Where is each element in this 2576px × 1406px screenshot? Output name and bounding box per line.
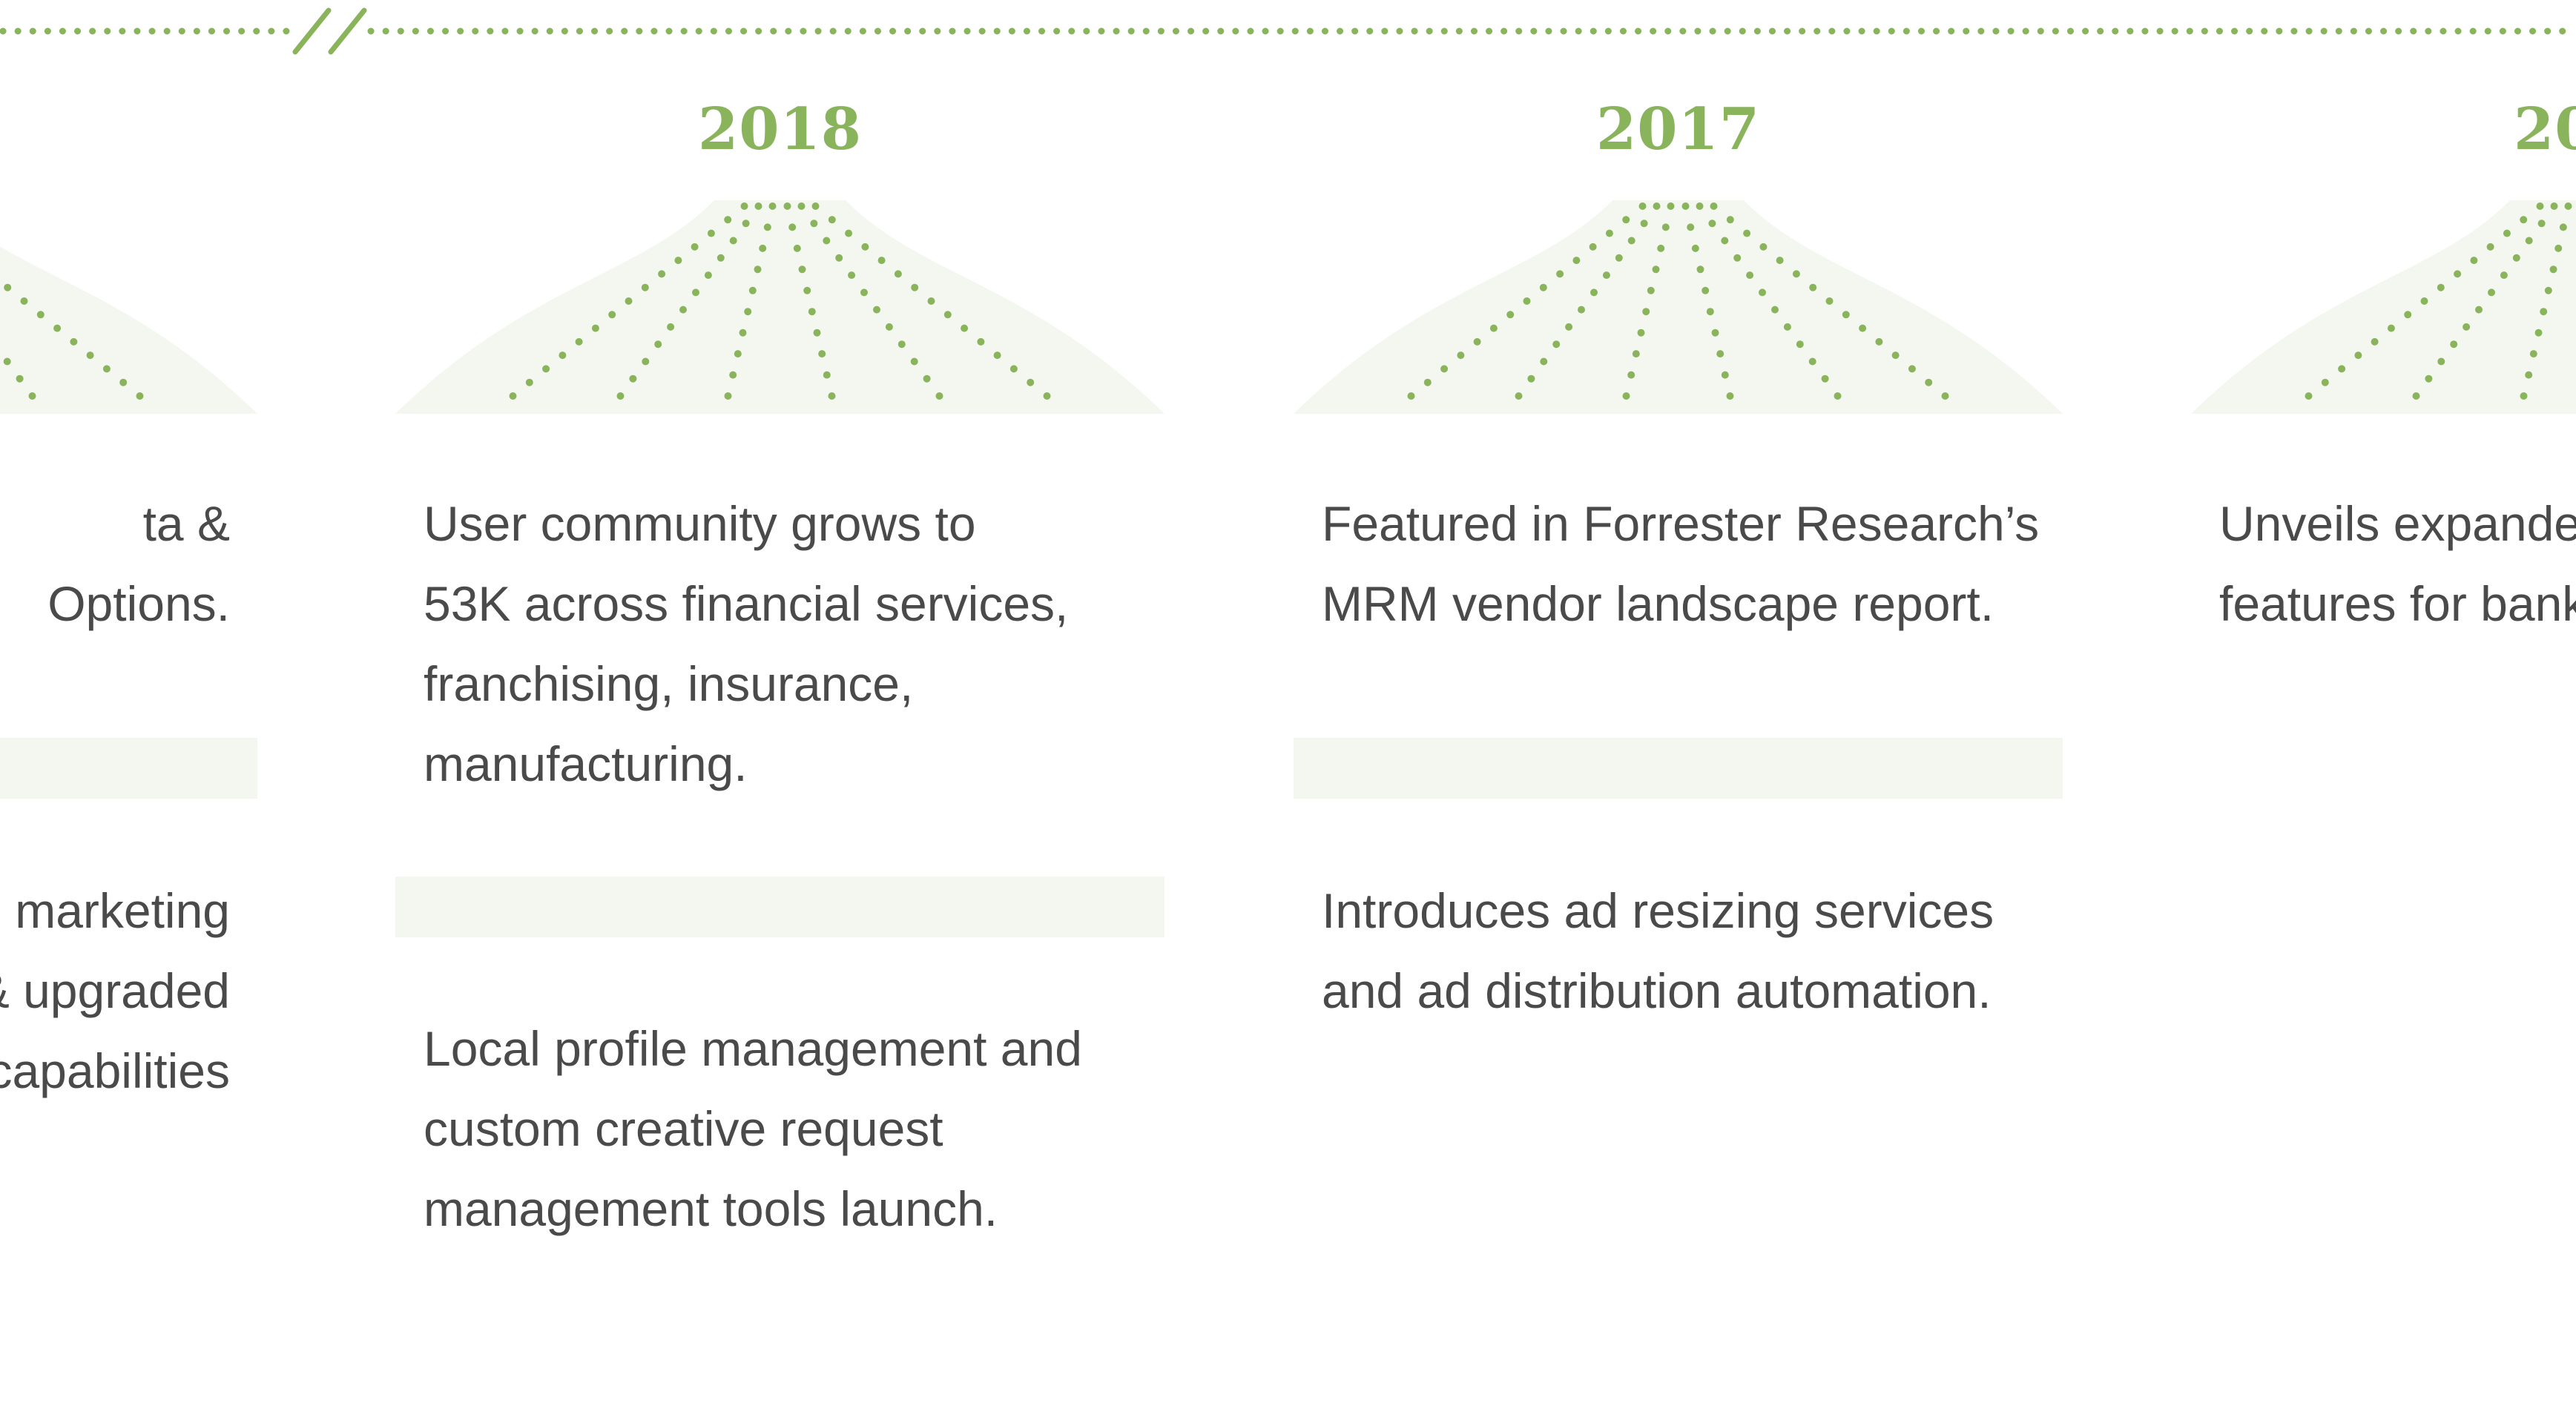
year-label: 2018 [697,96,863,163]
timeline-entry-1: Featured in Forrester Research’s MRM ven… [1322,496,2040,631]
mound-shape [1294,200,2063,414]
dotted-mound-graphic [1294,200,2063,414]
divider-band [0,738,257,799]
dotted-mound-graphic [395,200,1165,414]
mound-shape [2191,200,2576,414]
dotted-ray [4,283,144,400]
dotted-ray [2412,202,2558,400]
mound-shape [0,246,257,414]
timeline-entry-1: User community grows to 53K across finan… [424,496,1069,791]
year-label: 20 [2514,96,2576,163]
year-label: 2017 [1595,96,1761,163]
dotted-ray [1515,202,1661,400]
dotted-ray [616,202,762,400]
dotted-ray [2305,202,2544,400]
dotted-ray [1696,202,1842,400]
mound-shape [395,200,1165,414]
timeline-dotted-line [0,7,2576,55]
dotted-ray [1710,202,1949,400]
timeline-entry-2: marketing & upgraded capabilities [0,883,230,1098]
timeline-column-partial-left: ta & Options. marketing & upgraded capab… [0,0,257,1406]
dotted-ray [3,357,36,400]
dotted-mound-graphic [2191,200,2576,414]
timeline-column-partial-right: 20 Unveils expande features for bank [2191,0,2576,1406]
dotted-ray [1622,202,1675,400]
divider-band [1294,738,2063,799]
timeline-column-2018: 2018 User community grows to 53K across … [395,0,1165,1406]
dotted-ray [509,202,748,400]
dotted-ray [2520,202,2572,400]
timeline-entry-2: Local profile management and custom crea… [424,1021,1082,1236]
dotted-ray [811,202,1051,400]
dotted-ray [1681,202,1734,400]
timeline-entry-2: Introduces ad resizing services and ad d… [1322,883,1994,1018]
dotted-mound-graphic [0,246,257,414]
dotted-ray [1407,202,1647,400]
divider-band [395,877,1165,937]
double-slash-icon [292,7,367,55]
timeline-entry-1: Unveils expande features for bank [2219,496,2576,631]
dotted-ray [783,202,836,400]
dotted-ray [724,202,777,400]
timeline-column-2017: 2017 Featured in Forrester Research’s MR… [1294,0,2063,1406]
dotted-ray [797,202,943,400]
timeline-entry-1: ta & Options. [47,496,230,631]
